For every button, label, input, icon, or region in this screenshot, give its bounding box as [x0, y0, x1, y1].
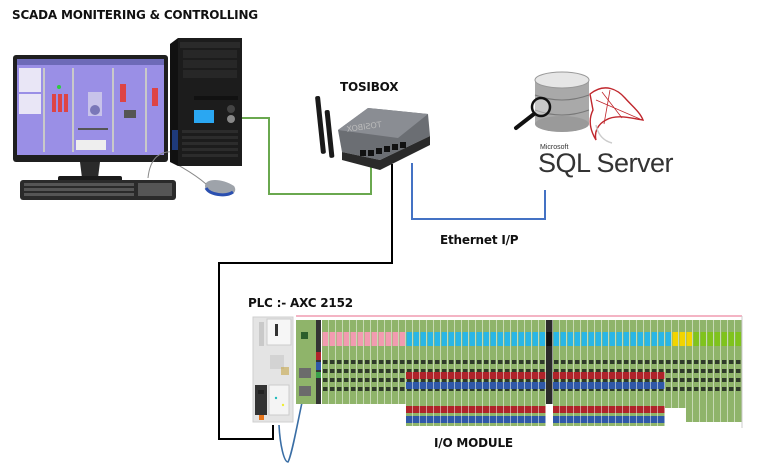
tosibox-label: TOSIBOX [340, 80, 399, 94]
io-slice [665, 320, 672, 408]
io-slice [504, 320, 511, 426]
io-slice [560, 320, 567, 426]
io-slice [350, 320, 357, 404]
io-slice [574, 320, 581, 426]
io-slice [602, 320, 609, 426]
io-slice [539, 320, 546, 426]
plc-controller-icon [252, 316, 294, 423]
io-slice [476, 320, 483, 426]
io-slice [427, 320, 434, 426]
io-slice [413, 320, 420, 426]
diagram-title: SCADA MONITERING & CONTROLLING [12, 8, 258, 22]
io-slice [518, 320, 525, 426]
io-slice [448, 320, 455, 426]
io-slice [707, 320, 714, 422]
io-slice [623, 320, 630, 426]
io-slice [679, 320, 686, 408]
io-slice [553, 320, 560, 426]
plc-io-ethernet-cable [278, 397, 304, 463]
plc-label: PLC :- AXC 2152 [248, 296, 353, 310]
io-slice [371, 320, 378, 404]
io-slice [735, 320, 742, 422]
io-slice [322, 320, 329, 404]
io-slice [420, 320, 427, 426]
ethernet-port-2 [299, 386, 311, 396]
io-slice [700, 320, 707, 422]
io-terminal-icon [296, 315, 743, 428]
database-icon [514, 71, 645, 144]
io-slice [616, 320, 623, 426]
io-slice [399, 320, 406, 404]
io-slice [511, 320, 518, 426]
router-icon: TOSIBOX [315, 96, 430, 170]
io-module-label: I/O MODULE [434, 436, 513, 450]
tosibox-sql-link [411, 163, 546, 220]
io-slice [721, 320, 728, 422]
io-slice [406, 320, 413, 426]
io-slice [609, 320, 616, 426]
io-slice [658, 320, 665, 426]
sql-server-text: SQL Server [538, 148, 674, 178]
ethernet-port-1 [299, 368, 311, 378]
io-slice [546, 320, 553, 404]
io-slice [462, 320, 469, 426]
io-slice [469, 320, 476, 426]
scada-tosibox-link [232, 117, 372, 195]
io-slice [336, 320, 343, 404]
tower-lcd [194, 110, 214, 123]
io-slice [455, 320, 462, 426]
io-slice [329, 320, 336, 404]
desktop-computer-icon [13, 38, 242, 200]
sql-vendor-text: Microsoft [540, 144, 569, 151]
io-slice [672, 320, 679, 408]
io-slice [644, 320, 651, 426]
tosibox-plc-link [218, 164, 393, 440]
io-slice [595, 320, 602, 426]
io-slice [483, 320, 490, 426]
io-slice [728, 320, 735, 422]
io-slice [385, 320, 392, 404]
io-slice [651, 320, 658, 426]
io-slice [588, 320, 595, 426]
io-slice [693, 320, 700, 422]
io-slice [630, 320, 637, 426]
io-slice [378, 320, 385, 404]
io-slice [364, 320, 371, 404]
io-slice [357, 320, 364, 404]
io-slice [581, 320, 588, 426]
magnifier-icon [530, 96, 552, 118]
io-slice [714, 320, 721, 422]
io-slice [567, 320, 574, 426]
io-slice [532, 320, 539, 426]
io-slice [441, 320, 448, 426]
io-slice [686, 320, 693, 422]
ethernet-ip-label: Ethernet I/P [440, 233, 519, 247]
io-slice [637, 320, 644, 426]
io-slice [490, 320, 497, 426]
io-slice [497, 320, 504, 426]
io-slice [343, 320, 350, 404]
io-slice [434, 320, 441, 426]
io-slice [525, 320, 532, 426]
io-slice [392, 320, 399, 404]
